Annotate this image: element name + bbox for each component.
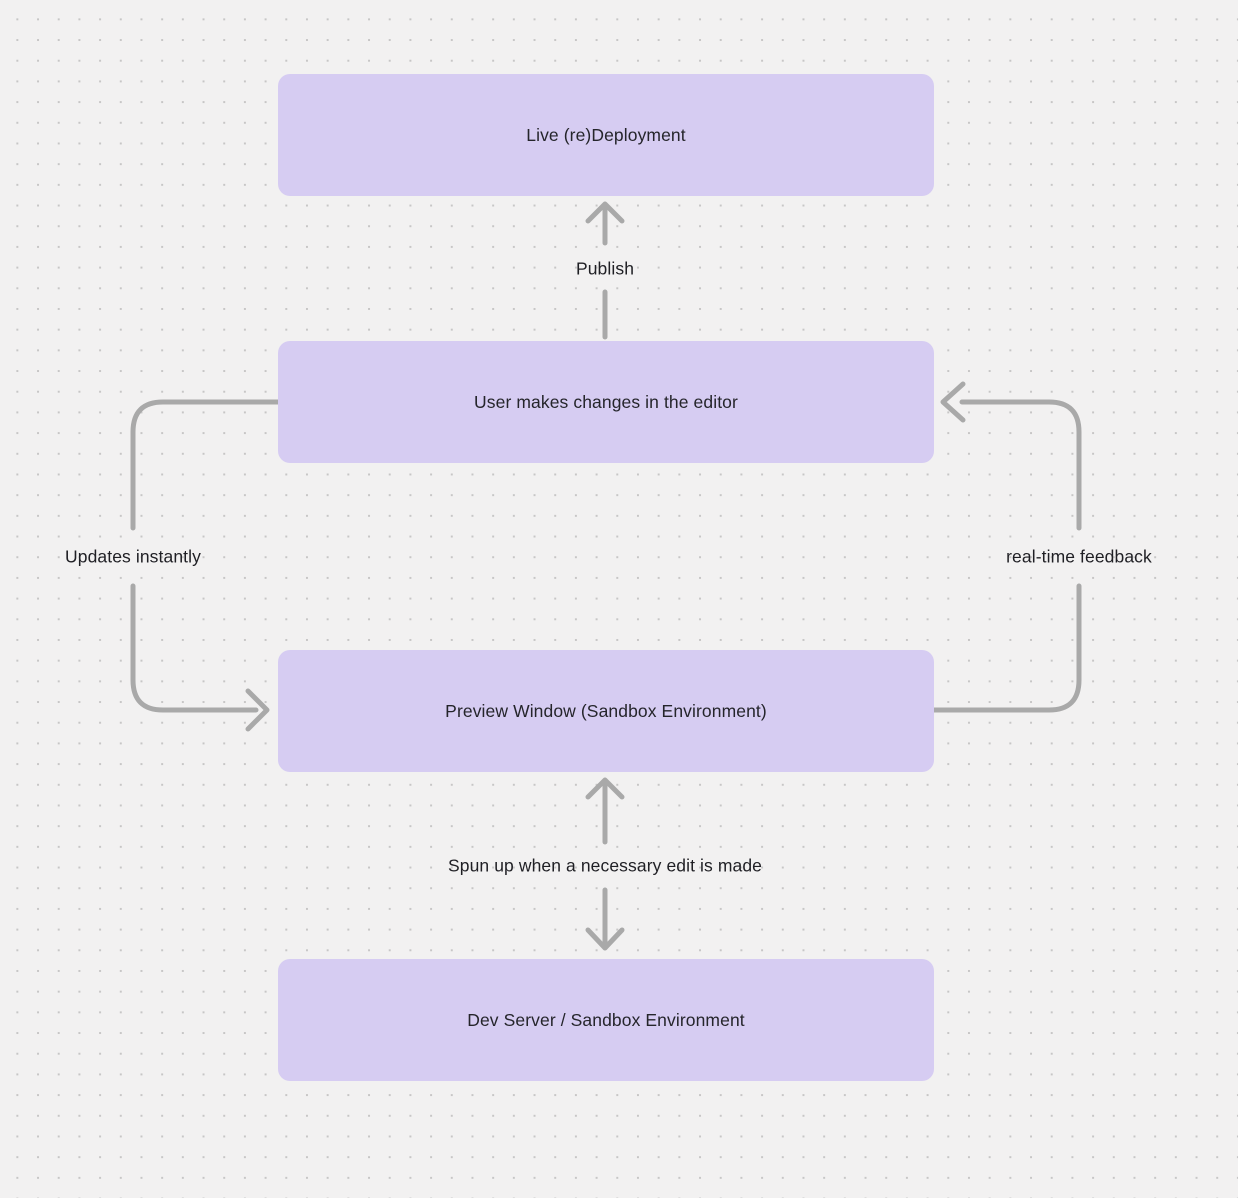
node-preview-window-label: Preview Window (Sandbox Environment) (445, 700, 767, 721)
node-live-redeployment-label: Live (re)Deployment (526, 124, 686, 145)
edge-real-time-feedback-label: real-time feedback (1006, 546, 1152, 567)
edge-updates-shaft-upper (130, 399, 281, 531)
edge-publish-label: Publish (575, 258, 635, 279)
node-dev-server: Dev Server / Sandbox Environment (278, 959, 934, 1081)
edge-updates-arrowhead-right (245, 688, 270, 732)
edge-spunup-arrowhead-down (585, 927, 625, 951)
node-preview-window: Preview Window (Sandbox Environment) (278, 650, 934, 772)
edge-updates-shaft-lower (130, 583, 259, 713)
node-user-editor-label: User makes changes in the editor (474, 391, 738, 412)
edge-updates-instantly-label: Updates instantly (65, 546, 201, 567)
edge-feedback-shaft-lower (931, 583, 1082, 713)
edge-publish-arrowhead-up (585, 201, 625, 224)
node-live-redeployment: Live (re)Deployment (278, 74, 934, 196)
edge-feedback-shaft-upper (959, 399, 1082, 531)
node-user-editor: User makes changes in the editor (278, 341, 934, 463)
edge-spun-up-label: Spun up when a necessary edit is made (447, 855, 763, 876)
edge-spunup-arrowhead-up (585, 777, 625, 800)
edge-feedback-arrowhead-left (940, 381, 966, 423)
node-dev-server-label: Dev Server / Sandbox Environment (467, 1009, 745, 1030)
